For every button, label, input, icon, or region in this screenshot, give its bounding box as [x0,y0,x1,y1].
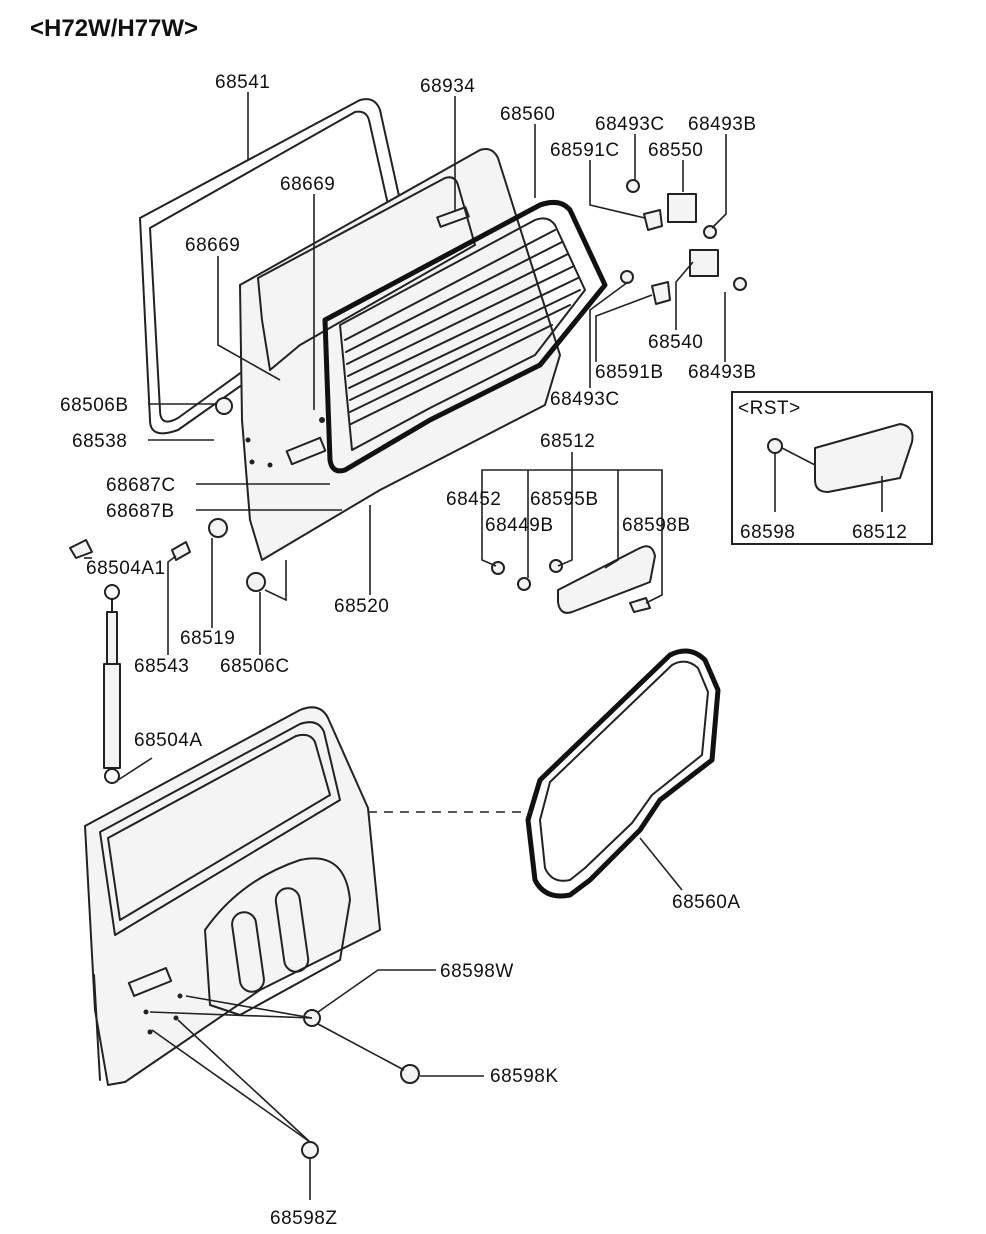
label-68669-a: 68669 [280,174,335,195]
label-68493C-bottom: 68493C [550,389,620,410]
door-glass-outline [107,733,331,921]
inset-label-68512: 68512 [852,522,907,543]
inset-clip-68598 [767,438,783,454]
label-68540: 68540 [648,332,703,353]
label-68934: 68934 [420,76,475,97]
label-68493B-bottom: 68493B [688,362,757,383]
label-68519: 68519 [180,628,235,649]
inset-rst: <RST> 68598 68512 [731,391,933,545]
hinge-68550 [667,193,697,223]
label-68560: 68560 [500,104,555,125]
label-68449B: 68449B [485,515,554,536]
rear-glass [339,217,586,451]
weatherstrip-68560A [525,648,721,899]
bolt-68493B-lower [733,277,747,291]
door-window-frame [99,721,341,936]
label-68598B: 68598B [622,515,691,536]
door-hinge-edge [93,974,101,1081]
hinge-cover-68591B [651,281,671,305]
hole-d [147,1029,153,1035]
label-68598K: 68598K [490,1066,559,1087]
hole-1 [245,437,251,443]
diagram-title: <H72W/H77W> [30,15,198,42]
hinge-cover-68591C [643,209,663,231]
inset-garnish-68512 [814,423,914,493]
door-spare-tire-panel [204,857,351,1016]
inset-title: <RST> [738,398,801,419]
screw-68452 [491,561,505,575]
label-68598Z: 68598Z [270,1208,337,1229]
nut-68595B [549,559,563,573]
emblem-68934 [436,206,470,228]
label-68543: 68543 [134,656,189,677]
hole-3 [267,462,273,468]
hole-2 [249,459,255,465]
part-labels: 68541 68934 68560 68493C 68493B 68591C 6… [60,72,757,1229]
label-68541: 68541 [215,72,270,93]
label-68598W: 68598W [440,961,514,982]
door-panel-window-opening [257,176,476,371]
label-68595B: 68595B [530,489,599,510]
bumper-68506C [246,572,266,592]
bumper-68506B [215,397,233,415]
label-68591C: 68591C [550,140,620,161]
label-68687C: 68687C [106,475,176,496]
hinge-68540 [689,249,719,277]
nut-68598K [400,1064,420,1084]
label-68512: 68512 [540,431,595,452]
leader-lines [84,92,727,1200]
gas-spring-end-68504A1 [69,539,93,559]
clip-68598Z [301,1141,319,1159]
bolt-68493B-upper [703,225,717,239]
tailgate-assembled-lower [84,706,381,1086]
label-68506C: 68506C [220,656,290,677]
door-bead-right [274,887,310,973]
label-68493B-top: 68493B [688,114,757,135]
label-68493C-top: 68493C [595,114,665,135]
label-68669-b: 68669 [185,235,240,256]
label-68550: 68550 [648,140,703,161]
label-68506B: 68506B [60,395,129,416]
hole-c [173,1015,179,1021]
bolt-68493C-upper [626,179,640,193]
label-68520: 68520 [334,596,389,617]
bolt-68493C-lower [620,270,634,284]
gas-spring-68504A [103,584,121,784]
door-handle-recess-lower [127,967,173,997]
hole-b [143,1009,149,1015]
bumper-68519 [208,518,228,538]
door-handle-recess [285,436,327,466]
clip-68449B [517,577,531,591]
door-bead-left [231,911,265,993]
door-assembled [84,706,381,1086]
hole-a [177,993,183,999]
label-68504A: 68504A [134,730,203,751]
door-panel-68520 [239,148,561,561]
tailgate-exploded-upper [69,98,747,784]
defogger-lines [344,229,581,425]
label-68504A1: 68504A1 [86,558,166,579]
label-68538: 68538 [72,431,127,452]
glass-weatherstrip-68560 [322,199,608,474]
inset-label-68598: 68598 [740,522,795,543]
inset-frame [731,391,933,545]
label-68452: 68452 [446,489,501,510]
label-68591B: 68591B [595,362,664,383]
clip-68598B [629,597,651,613]
label-68687B: 68687B [106,501,175,522]
hole-4 [319,417,325,423]
label-68560A: 68560A [672,892,741,913]
garnish-68512 [557,545,656,614]
